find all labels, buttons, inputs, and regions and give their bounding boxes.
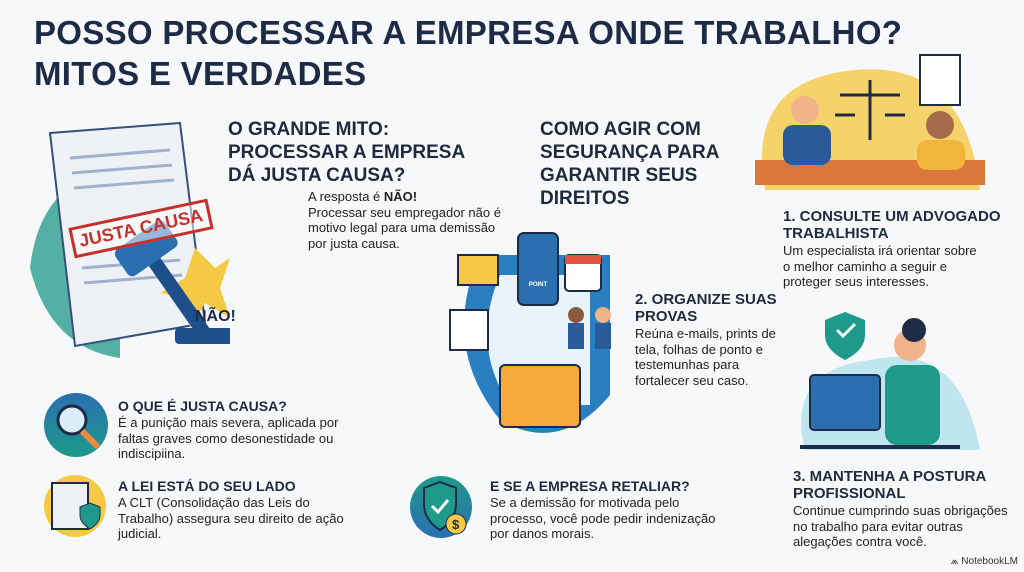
lawyer-consultation-illustration [745, 40, 1000, 200]
title-line-2: MITOS E VERDADES [34, 55, 367, 92]
fact-justa-causa: O QUE É JUSTA CAUSA? É a punição mais se… [118, 398, 348, 462]
myth-heading-line: DÁ JUSTA CAUSA? [228, 165, 406, 186]
fact-lei: A LEI ESTÁ DO SEU LADO A CLT (Consolidaç… [118, 478, 348, 542]
step-1-body: Um especialista irá orientar sobre o mel… [783, 243, 977, 289]
fact-heading: O QUE É JUSTA CAUSA? [118, 398, 287, 414]
fact-heading: A LEI ESTÁ DO SEU LADO [118, 478, 296, 494]
answer-strong: NÃO! [383, 189, 418, 204]
nao-burst-label: NÃO! [195, 308, 236, 325]
step-2-body: Reúna e-mails, prints de tela, folhas de… [635, 326, 776, 388]
page-title: POSSO PROCESSAR A EMPRESA ONDE TRABALHO?… [34, 12, 902, 94]
title-line-1: POSSO PROCESSAR A EMPRESA ONDE TRABALHO? [34, 14, 903, 51]
myth-body: A resposta é NÃO! Processar seu empregad… [308, 189, 508, 251]
phone-label: POINT [528, 282, 548, 288]
myth-heading-line: PROCESSAR A EMPRESA [228, 142, 466, 163]
fact-retaliar: E SE A EMPRESA RETALIAR? Se a demissão f… [490, 478, 730, 542]
how-heading-line: GARANTIR SEUS [540, 165, 698, 186]
notebooklm-brand: ⩕ NotebookLM [951, 556, 1018, 567]
notebooklm-logo-icon: ⩕ [950, 556, 959, 567]
step-1-heading: 1. CONSULTE UM ADVOGADO TRABALHISTA [783, 208, 1001, 242]
how-heading-line: COMO AGIR COM [540, 119, 701, 140]
shield-money-icon: $ [410, 476, 472, 538]
fact-body: Se a demissão for motivada pelo processo… [490, 495, 716, 541]
myth-body-text: Processar seu empregador não é motivo le… [308, 204, 501, 251]
svg-text:$: $ [452, 517, 460, 532]
professional-worker-illustration [790, 300, 1005, 458]
evidence-illustration: POINT [440, 215, 630, 445]
fact-body: É a punição mais severa, aplicada por fa… [118, 415, 339, 461]
myth-heading-line: O GRANDE MITO: [228, 119, 390, 140]
fact-heading: E SE A EMPRESA RETALIAR? [490, 478, 690, 494]
step-2-heading: 2. ORGANIZE SUAS PROVAS [635, 291, 777, 325]
how-heading-line: DIREITOS [540, 188, 630, 209]
myth-heading: O GRANDE MITO: PROCESSAR A EMPRESA DÁ JU… [228, 118, 465, 187]
step-3-heading: 3. MANTENHA A POSTURA PROFISSIONAL [793, 468, 986, 502]
answer-prefix: A resposta é [308, 189, 384, 204]
step-3-body: Continue cumprindo suas obrigações no tr… [793, 503, 1008, 549]
myth-illustration: JUSTA CAUSA NÃO! [30, 118, 236, 368]
law-scroll-shield-icon [44, 475, 106, 537]
how-heading: COMO AGIR COM SEGURANÇA PARA GARANTIR SE… [540, 118, 719, 210]
fact-body: A CLT (Consolidação das Leis do Trabalho… [118, 495, 344, 541]
brand-label: NotebookLM [961, 556, 1018, 567]
how-heading-line: SEGURANÇA PARA [540, 142, 720, 163]
magnifier-icon [44, 393, 108, 457]
